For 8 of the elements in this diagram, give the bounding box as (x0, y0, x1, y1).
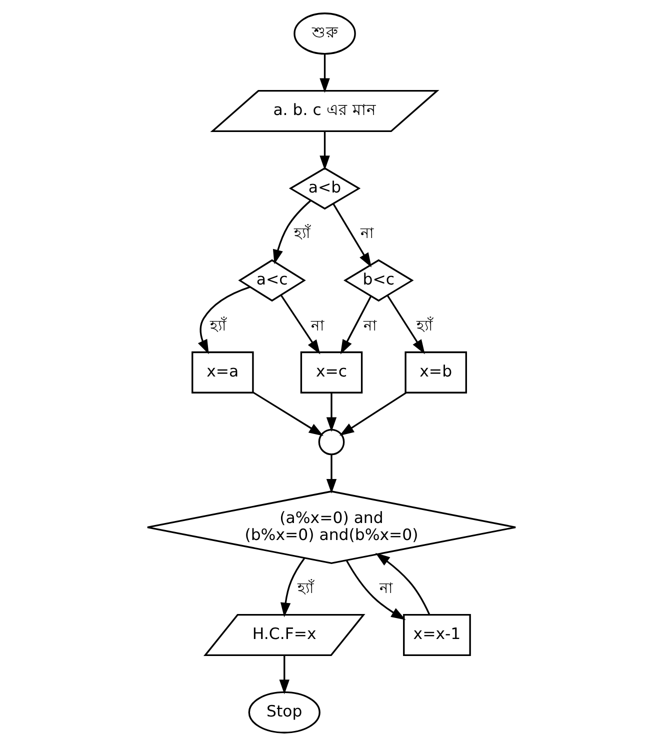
edge-label: না (360, 225, 374, 242)
edge-label: হ্যাঁ (294, 225, 310, 242)
edge-label: হ্যাঁ (416, 317, 433, 334)
edge-label: না (310, 317, 324, 334)
edge-label: না (379, 580, 392, 597)
edge-label: হ্যাঁ (210, 317, 226, 334)
edge-label: না (364, 317, 377, 334)
edge-label: হ্যাঁ (298, 580, 314, 597)
